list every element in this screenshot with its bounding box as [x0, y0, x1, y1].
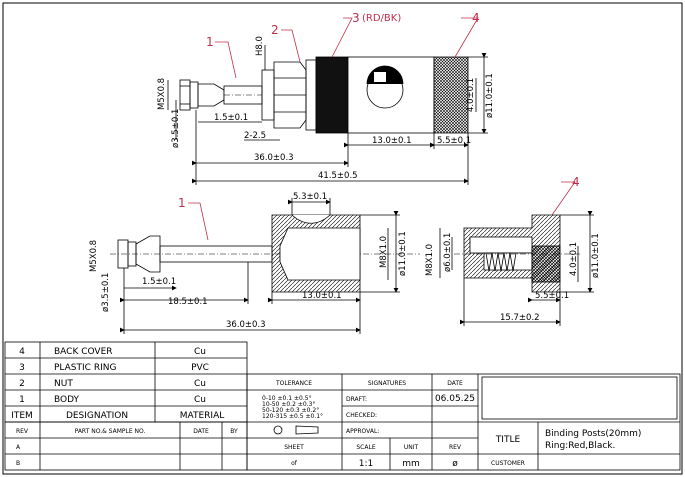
rev-row-b: B	[16, 460, 20, 467]
dim-body-d35: ø3.5±0.1	[101, 273, 111, 312]
rev-row-a: A	[16, 444, 21, 451]
dim-body-m5: M5X0.8	[89, 240, 99, 272]
tb-sheet-label: SHEET	[284, 444, 304, 451]
bom-item-2: 2	[19, 379, 25, 389]
tb-rev-value: ø	[452, 459, 458, 469]
callout-3-suffix: (RD/BK)	[362, 13, 401, 24]
title-block	[246, 373, 681, 471]
rev-header-rev: REV	[16, 428, 29, 435]
bom-mat-1: Cu	[194, 395, 206, 405]
tb-unit-label: UNIT	[404, 444, 419, 451]
tb-unit-value: mm	[402, 459, 420, 469]
tb-title-line1: Binding Posts(20mm)	[545, 429, 641, 439]
callout-4b: 4	[572, 175, 580, 189]
dim-l415: 41.5±0.5	[318, 171, 358, 181]
tb-approval: APPROVAL:	[346, 428, 379, 435]
dim-cover-d60: ø6.0±0.1	[443, 233, 453, 272]
dim-cover-l157: 15.7±0.2	[500, 313, 540, 323]
assembly-view	[167, 45, 488, 185]
dim-body-l53: 5.3±0.1	[293, 192, 327, 202]
callout-leaders	[188, 17, 576, 241]
bom-desig-1: BODY	[54, 395, 80, 405]
dim-body-l185: 18.5±0.1	[168, 297, 208, 307]
bom-table	[4, 341, 248, 471]
bom-header-material: MATERIAL	[180, 411, 225, 421]
tb-date-label: DATE	[447, 380, 463, 387]
rev-header-part: PART NO.& SAMPLE NO.	[75, 428, 146, 435]
tb-title-label: TITLE	[495, 435, 521, 445]
bom-item-4: 4	[19, 347, 25, 357]
dim-d35: ø3.5±0.1	[171, 109, 181, 148]
tb-scale-label: SCALE	[356, 444, 375, 451]
dim-body-l13: 13.0±0.1	[302, 291, 342, 301]
tb-signatures: SIGNATURES	[368, 380, 406, 387]
dim-body-d110: ø11.0±0.1	[398, 231, 408, 276]
dim-l55: 5.5±0.1	[437, 136, 471, 146]
dim-cover-m8: M8X1.0	[425, 244, 435, 276]
dim-body-m8: M8X1.0	[379, 236, 389, 268]
rev-header-by: BY	[230, 428, 238, 435]
tb-scale-value: 1:1	[359, 459, 373, 469]
dim-l13: 13.0±0.1	[372, 136, 412, 146]
rev-header-date: DATE	[193, 428, 209, 435]
dim-h8: H8.0	[255, 36, 265, 56]
callout-1: 1	[206, 35, 214, 49]
tb-title-line2: Ring:Red,Black.	[545, 441, 615, 451]
tb-tolerance: TOLERANCE	[275, 380, 312, 387]
dim-cover-d40: 4.0±0.1	[569, 242, 579, 276]
bom-desig-2: NUT	[54, 379, 73, 389]
callout-1b: 1	[178, 196, 186, 210]
dim-m5: M5X0.8	[157, 78, 167, 110]
bom-item-1: 1	[19, 395, 25, 405]
dim-d110: ø11.0±0.1	[485, 73, 495, 118]
bom-item-3: 3	[19, 363, 25, 373]
callout-4: 4	[472, 11, 480, 25]
tb-tol-row-3: 50-120 ±0.3 ±0.2°	[262, 407, 319, 414]
body-section-view	[110, 198, 420, 334]
bom-header-designation: DESIGNATION	[66, 411, 128, 421]
bom-desig-4: BACK COVER	[54, 347, 113, 357]
tb-tol-row-1: 0-10 ±0.1 ±0.5°	[262, 395, 312, 402]
bom-mat-4: Cu	[194, 347, 206, 357]
tb-customer-label: CUSTOMER	[491, 460, 525, 467]
bom-mat-3: PVC	[191, 363, 209, 373]
dim-body-l15: 1.5±0.1	[142, 277, 176, 287]
dim-d40: 4.0±0.1	[466, 78, 476, 112]
tb-rev-label: REV	[449, 444, 462, 451]
callout-2: 2	[271, 23, 279, 37]
dim-cover-d110: ø11.0±0.1	[591, 233, 601, 278]
callout-3: 3	[352, 11, 360, 25]
dim-l15: 1.5±0.1	[214, 113, 248, 123]
dim-l36: 36.0±0.3	[254, 153, 294, 163]
back-cover-view	[439, 211, 594, 326]
dim-body-l36: 36.0±0.3	[226, 320, 266, 330]
tb-draft: DRAFT:	[346, 396, 367, 403]
tb-tol-row-2: 10-50 ±0.2 ±0.3°	[262, 401, 315, 408]
dim-l225: 2-2.5	[244, 131, 266, 141]
tb-date-value: 06.05.25	[435, 394, 475, 404]
tb-sheet-value: of	[291, 460, 298, 467]
bom-header-item: ITEM	[11, 411, 33, 421]
tb-checked: CHECKED:	[346, 412, 377, 419]
dim-cover-l55: 5.5±0.1	[535, 291, 569, 301]
bom-desig-3: PLASTIC RING	[54, 363, 116, 373]
bom-mat-2: Cu	[194, 379, 206, 389]
tb-tol-row-4: 120-315 ±0.5 ±0.1°	[262, 413, 323, 420]
